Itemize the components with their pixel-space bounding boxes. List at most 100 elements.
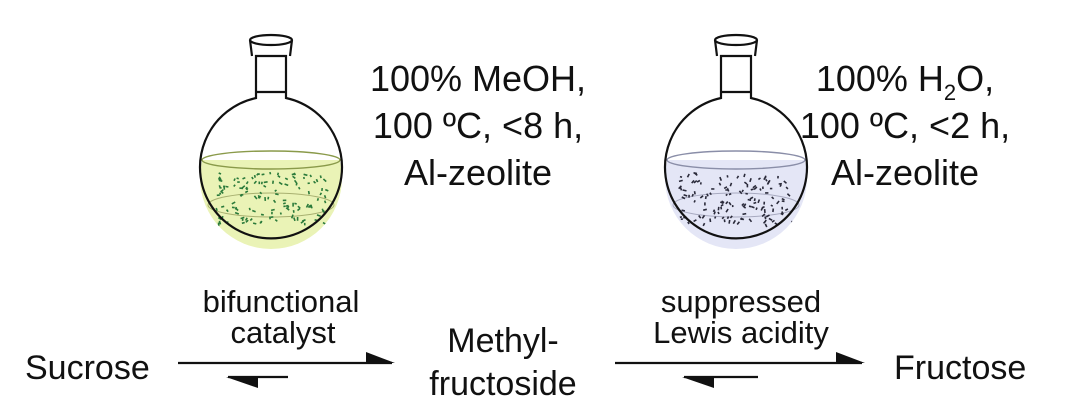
- species-methyl-fructoside-line1: Methyl-: [447, 322, 558, 360]
- water-condition-solvent: 100% H2O,: [816, 58, 994, 105]
- catalyst-particle: [757, 177, 761, 181]
- catalyst-particle: [678, 185, 682, 190]
- catalyst-particle: [703, 208, 707, 211]
- catalyst-particle: [244, 217, 248, 221]
- catalyst-particle: [750, 188, 754, 191]
- catalyst-particle: [713, 211, 716, 215]
- catalyst-particle: [786, 193, 791, 197]
- catalyst-particle: [693, 219, 697, 223]
- catalyst-particle: [241, 221, 245, 225]
- catalyst-particle: [248, 207, 251, 211]
- catalyst-particle: [263, 181, 268, 184]
- catalyst-particle: [215, 207, 218, 212]
- catalyst-particle: [242, 176, 246, 180]
- catalyst-particle: [249, 218, 253, 222]
- right-arrow-label-line1: suppressed: [661, 284, 821, 319]
- catalyst-particle: [732, 219, 736, 225]
- catalyst-particle: [687, 221, 690, 225]
- catalyst-particle: [743, 203, 747, 207]
- catalyst-particle: [764, 216, 767, 220]
- catalyst-particle: [693, 199, 696, 203]
- catalyst-particle: [729, 182, 733, 187]
- catalyst-particles-methanol: [215, 171, 329, 227]
- water-solvent-subscript: 2: [944, 80, 956, 105]
- catalyst-particle: [693, 172, 698, 175]
- catalyst-particle: [726, 187, 730, 192]
- catalyst-particle: [270, 208, 275, 212]
- water-solvent-prefix: 100% H: [816, 58, 944, 99]
- catalyst-particle: [260, 213, 264, 216]
- flask-water-mouth: [713, 33, 759, 47]
- catalyst-particle: [691, 193, 694, 197]
- catalyst-particle: [709, 192, 712, 196]
- catalyst-particle: [764, 175, 767, 179]
- flask-water: [663, 33, 809, 249]
- catalyst-particle: [749, 196, 754, 200]
- catalyst-particle: [231, 201, 236, 205]
- catalyst-particle: [771, 196, 775, 200]
- catalyst-particle: [725, 193, 728, 197]
- catalyst-particle: [233, 184, 236, 187]
- catalyst-particle: [681, 209, 686, 212]
- flask-methanol: [198, 33, 344, 249]
- species-sucrose: Sucrose: [25, 349, 150, 387]
- flask-methanol-meniscus: [201, 150, 341, 170]
- catalyst-particle: [257, 195, 262, 199]
- catalyst-particle: [316, 214, 321, 218]
- catalyst-particle: [220, 190, 224, 194]
- catalyst-particle: [693, 179, 698, 184]
- catalyst-particle: [323, 194, 327, 199]
- catalyst-particle: [721, 216, 725, 220]
- methanol-condition-solvent: 100% MeOH,: [370, 58, 586, 99]
- catalyst-particle: [718, 182, 722, 186]
- catalyst-particle: [313, 180, 317, 184]
- catalyst-particle: [241, 185, 246, 189]
- catalyst-particle: [751, 205, 755, 209]
- catalyst-particle: [276, 172, 280, 176]
- catalyst-particle: [761, 213, 766, 218]
- methanol-condition-temp-time: 100 ºC, <8 h,: [373, 105, 583, 146]
- catalyst-particle: [218, 176, 222, 181]
- catalyst-particle: [218, 220, 222, 225]
- catalyst-particle: [252, 222, 257, 225]
- catalyst-particle: [679, 215, 683, 219]
- catalyst-particle: [282, 202, 286, 205]
- catalyst-particle: [691, 179, 695, 184]
- catalyst-particle: [790, 220, 796, 224]
- catalyst-particle: [315, 178, 319, 183]
- catalyst-particle: [292, 175, 296, 180]
- catalyst-particle: [263, 184, 267, 188]
- catalyst-particle: [781, 197, 785, 201]
- catalyst-particle: [755, 207, 758, 211]
- flask-water-neck-joint: [713, 39, 759, 57]
- catalyst-particle: [244, 190, 249, 194]
- catalyst-particle: [253, 174, 256, 178]
- catalyst-particle: [719, 176, 723, 181]
- catalyst-particle: [757, 199, 761, 204]
- catalyst-particle: [291, 172, 296, 176]
- left-forward-arrow-head: [366, 352, 395, 363]
- catalyst-particle: [720, 206, 723, 210]
- catalyst-particle: [699, 195, 704, 199]
- catalyst-particle: [770, 204, 774, 207]
- catalyst-particle: [766, 180, 770, 185]
- catalyst-particle: [741, 203, 745, 207]
- catalyst-particle: [736, 221, 741, 226]
- catalyst-particle: [780, 212, 784, 216]
- flask-methanol-outline: [198, 54, 344, 240]
- catalyst-particle: [269, 171, 272, 175]
- catalyst-particle: [686, 173, 690, 178]
- catalyst-particle: [738, 190, 743, 195]
- catalyst-particle: [747, 198, 752, 202]
- catalyst-particle: [272, 199, 277, 204]
- right-reverse-arrow-head: [682, 377, 714, 388]
- left-equilibrium-arrows: [178, 352, 395, 388]
- catalyst-particle: [322, 178, 327, 183]
- catalyst-particle: [678, 179, 683, 183]
- catalyst-particle: [256, 173, 260, 176]
- methanol-condition-catalyst: Al-zeolite: [404, 152, 552, 193]
- catalyst-particle: [723, 186, 728, 190]
- catalyst-particle: [253, 180, 258, 185]
- catalyst-particle: [742, 212, 747, 216]
